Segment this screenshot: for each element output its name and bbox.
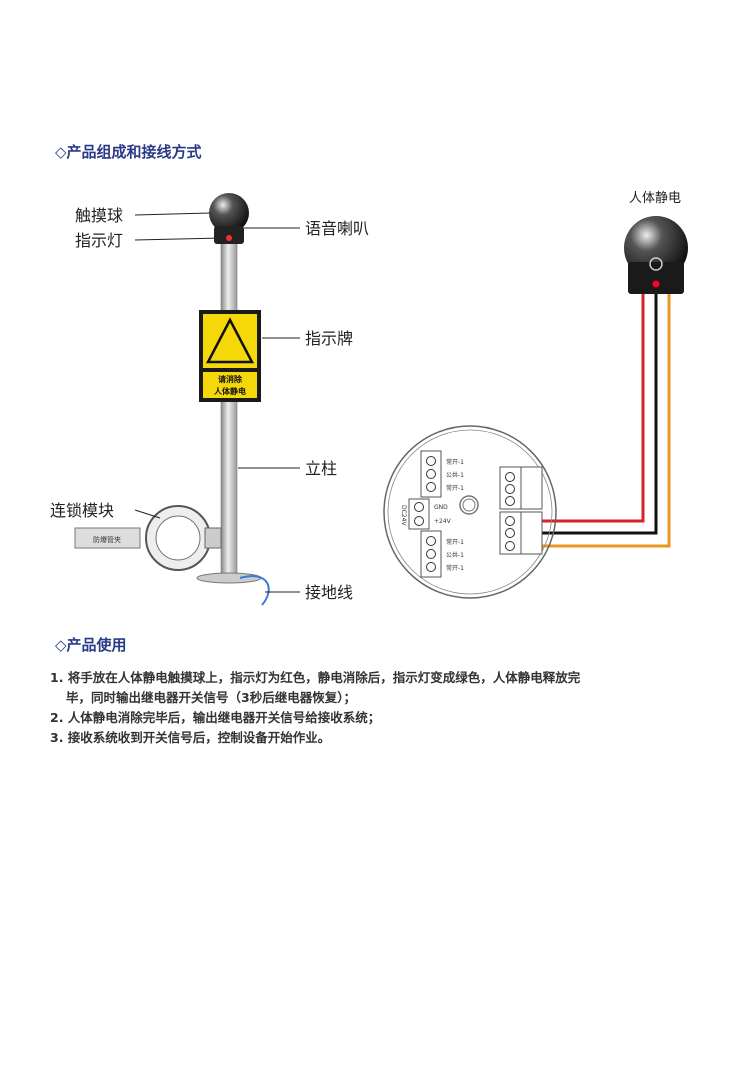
indicator-light-right <box>652 280 660 288</box>
sign-text-line2: 人体静电 <box>214 386 246 396</box>
product-diagram: 请消除 人体静电 防爆管夹 触摸球 指示灯 语音喇叭 指示牌 立柱 连锁模块 接… <box>50 191 688 606</box>
power-label: DC24V <box>400 505 407 526</box>
label-voice-speaker: 语音喇叭 <box>305 219 369 238</box>
usage-list: 1. 将手放在人体静电触摸球上，指示灯为红色，静电消除后，指示灯变成绿色，人体静… <box>50 668 710 748</box>
terminal-label: 公共-1 <box>446 471 464 479</box>
product-assembly: 请消除 人体静电 防爆管夹 触摸球 指示灯 语音喇叭 指示牌 立柱 连锁模块 接… <box>50 193 369 606</box>
terminal-label: 常开-1 <box>446 484 464 492</box>
indicator-light <box>226 235 232 241</box>
terminal-label: GND <box>434 504 448 511</box>
warning-sign: 请消除 人体静电 <box>199 310 261 402</box>
terminal-block-top: 常开-1 公共-1 常开-1 <box>420 450 464 498</box>
sign-text-line1: 请消除 <box>218 374 243 384</box>
wire-orange <box>512 294 671 548</box>
label-ground-wire: 接地线 <box>305 583 353 602</box>
usage-item-1: 1. 将手放在人体静电触摸球上，指示灯为红色，静电消除后，指示灯变成绿色，人体静… <box>50 670 581 685</box>
label-pole: 立柱 <box>305 459 337 478</box>
terminal-label: 常开-1 <box>446 564 464 572</box>
warning-triangle-icon <box>205 317 255 364</box>
pole <box>220 239 238 576</box>
wire-black <box>512 294 658 535</box>
label-sign: 指示牌 <box>305 329 353 348</box>
terminal-block-right <box>499 466 543 555</box>
base <box>196 572 262 584</box>
section-title-usage: ◇产品使用 <box>55 636 127 654</box>
usage-item-3: 3. 接收系统收到开关信号后，控制设备开始作业。 <box>50 730 331 745</box>
terminal-label: 常开-1 <box>446 458 464 466</box>
speaker-icon <box>649 257 663 271</box>
junction-box <box>383 425 557 599</box>
usage-item-2: 2. 人体静电消除完毕后，输出继电器开关信号给接收系统； <box>50 710 381 725</box>
label-interlock-module: 连锁模块 <box>50 501 114 520</box>
interlock-module: 防爆管夹 <box>74 505 222 571</box>
terminal-block-power: GND +24V DC24V <box>400 498 452 530</box>
ground-wire <box>239 575 270 606</box>
terminal-label: 常开-1 <box>446 538 464 546</box>
leader-lines <box>134 212 300 593</box>
label-indicator-light: 指示灯 <box>75 231 123 250</box>
terminal-label: 公共-1 <box>446 551 464 559</box>
wiring-title: 人体静电 <box>629 191 681 206</box>
terminal-block-bottom: 常开-1 公共-1 常开-1 <box>420 530 464 578</box>
label-touch-ball: 触摸球 <box>75 206 123 225</box>
section-title-composition: ◇产品组成和接线方式 <box>55 143 202 161</box>
module-tag: 防爆管夹 <box>93 535 121 544</box>
terminal-label: +24V <box>434 518 452 525</box>
touch-ball <box>209 193 249 233</box>
wiring-diagram: 人体静电 常开-1 公共-1 常开-1 GND +24V DC24V <box>383 191 688 599</box>
usage-item-1-continued: 毕，同时输出继电器开关信号（3秒后继电器恢复）； <box>66 690 356 705</box>
